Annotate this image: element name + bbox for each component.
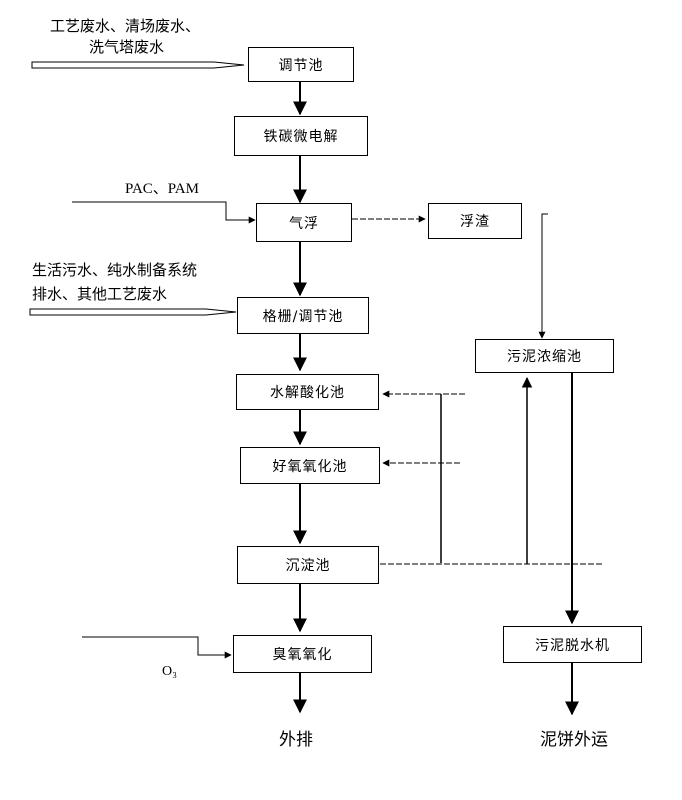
label-domestic-wastewater-line1: 生活污水、纯水制备系统	[32, 261, 198, 279]
ozone-feed-line	[82, 636, 232, 659]
box-hydrolysis-acidification: 水解酸化池	[236, 374, 379, 410]
box-ozone-oxidation: 臭氧氧化	[233, 635, 372, 673]
label-ozone: O₃	[162, 664, 177, 679]
scum-to-thickener-line	[538, 213, 548, 339]
box-air-flotation: 气浮	[256, 203, 352, 242]
label-process-wastewater-line2: 洗气塔废水	[89, 38, 165, 56]
box-aerobic-oxidation: 好氧氧化池	[240, 447, 380, 484]
label-sludge-cake-transport: 泥饼外运	[540, 730, 608, 750]
box-regulating-tank: 调节池	[248, 47, 354, 82]
box-sludge-thickener: 污泥浓缩池	[475, 339, 614, 373]
label-discharge: 外排	[279, 730, 313, 750]
box-grille-regulating-tank: 格栅/调节池	[237, 297, 369, 334]
box-sludge-dewatering: 污泥脱水机	[503, 626, 642, 663]
pac-pam-feed-line	[72, 201, 256, 224]
box-iron-carbon-electrolysis: 铁碳微电解	[234, 116, 368, 156]
box-sedimentation-tank: 沉淀池	[237, 546, 379, 584]
label-process-wastewater-line1: 工艺废水、清场废水、	[50, 17, 201, 35]
label-domestic-wastewater-line2: 排水、其他工艺废水	[32, 285, 168, 303]
box-scum: 浮渣	[428, 203, 522, 239]
inlet-arrow-process-wastewater	[31, 61, 245, 69]
label-pac-pam: PAC、PAM	[125, 181, 199, 197]
inlet-arrow-domestic-wastewater	[29, 308, 237, 316]
